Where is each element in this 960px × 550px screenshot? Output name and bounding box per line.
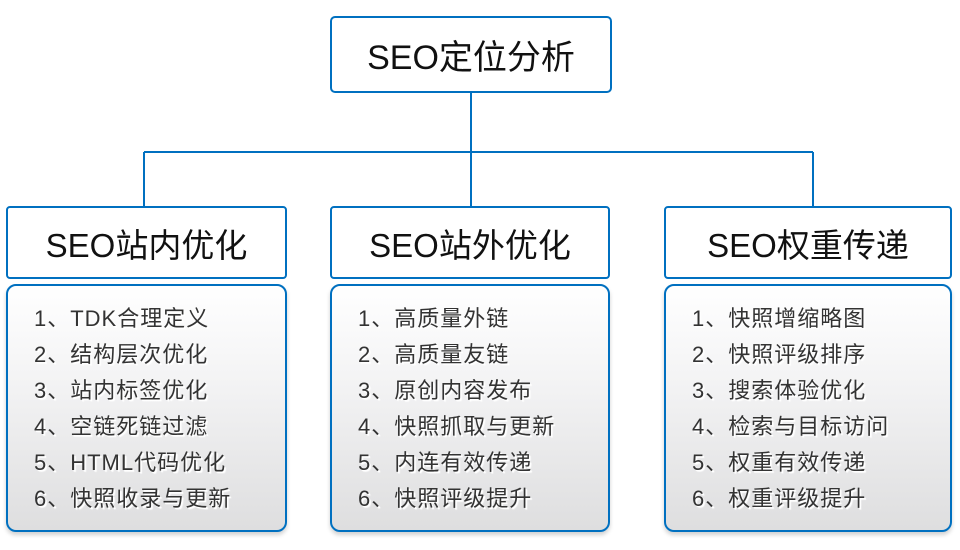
list-item: 3、搜索体验优化 xyxy=(692,378,867,403)
list-item: 2、快照评级排序 xyxy=(692,342,867,367)
list-item: 5、HTML代码优化 xyxy=(34,450,227,475)
list-item: 2、高质量友链 xyxy=(358,342,510,367)
list-item: 1、TDK合理定义 xyxy=(34,306,210,331)
branch-list-weight: 1、快照增缩略图 2、快照评级排序 3、搜索体验优化 4、检索与目标访问 5、权… xyxy=(664,284,952,532)
list-item: 1、高质量外链 xyxy=(358,306,510,331)
branch-header-onsite: SEO站内优化 xyxy=(6,206,287,279)
list-item: 5、内连有效传递 xyxy=(358,450,533,475)
branch-list-onsite: 1、TDK合理定义 2、结构层次优化 3、站内标签优化 4、空链死链过滤 5、H… xyxy=(6,284,287,532)
branch-list-offsite: 1、高质量外链 2、高质量友链 3、原创内容发布 4、快照抓取与更新 5、内连有… xyxy=(330,284,610,532)
branch-header-onsite-label: SEO站内优化 xyxy=(45,226,248,264)
list-item: 2、结构层次优化 xyxy=(34,342,209,367)
list-item: 6、快照评级提升 xyxy=(358,486,533,511)
list-item: 4、检索与目标访问 xyxy=(692,414,890,439)
list-item: 3、原创内容发布 xyxy=(358,378,533,403)
branch-header-offsite: SEO站外优化 xyxy=(330,206,610,279)
list-item: 6、权重评级提升 xyxy=(692,486,867,511)
branch-header-weight-label: SEO权重传递 xyxy=(707,226,909,264)
branch-header-offsite-label: SEO站外优化 xyxy=(369,226,571,264)
root-node-label: SEO定位分析 xyxy=(367,39,575,77)
list-item: 6、快照收录与更新 xyxy=(34,486,232,511)
list-item: 5、权重有效传递 xyxy=(692,450,867,475)
branch-header-weight: SEO权重传递 xyxy=(664,206,952,279)
root-node: SEO定位分析 xyxy=(330,16,612,93)
list-item: 4、空链死链过滤 xyxy=(34,414,209,439)
list-item: 4、快照抓取与更新 xyxy=(358,414,556,439)
list-item: 1、快照增缩略图 xyxy=(692,306,867,331)
list-item: 3、站内标签优化 xyxy=(34,378,209,403)
